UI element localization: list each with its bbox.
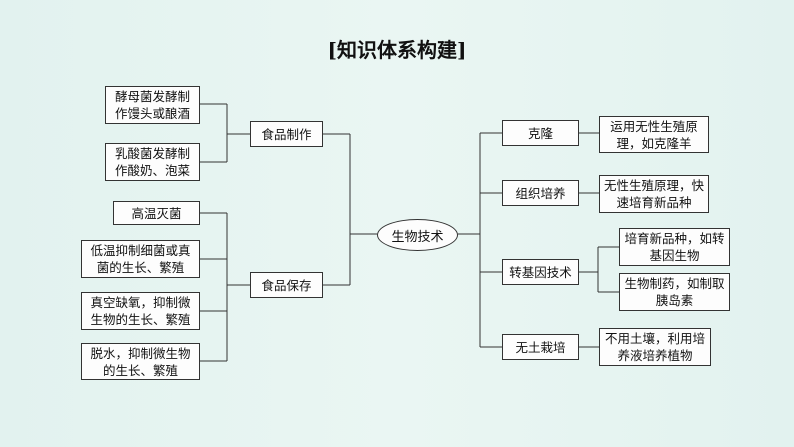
cloning-node: 克隆 — [502, 120, 579, 146]
food-preservation-item-4: 脱水，抑制微生物的生长、繁殖 — [81, 343, 200, 380]
food-making-item-2: 乳酸菌发酵制作酸奶、泡菜 — [105, 143, 200, 181]
food-preservation-item-3: 真空缺氧，抑制微生物的生长、繁殖 — [81, 292, 200, 330]
tissue-culture-node: 组织培养 — [502, 180, 579, 206]
transgenic-item-1: 培育新品种，如转基因生物 — [619, 228, 730, 266]
tissue-culture-desc: 无性生殖原理，快速培育新品种 — [599, 175, 709, 213]
food-preservation-node: 食品保存 — [250, 272, 323, 298]
transgenic-item-2: 生物制药，如制取胰岛素 — [619, 273, 730, 311]
transgenic-node: 转基因技术 — [502, 259, 579, 285]
food-preservation-item-2: 低温抑制细菌或真菌的生长、繁殖 — [81, 240, 200, 278]
food-making-item-1: 酵母菌发酵制作馒头或酿酒 — [105, 86, 200, 124]
food-preservation-item-1: 高温灭菌 — [113, 201, 200, 225]
soilless-node: 无土栽培 — [502, 334, 579, 360]
center-node: 生物技术 — [377, 219, 458, 251]
cloning-desc: 运用无性生殖原理，如克隆羊 — [599, 116, 709, 153]
page-title: [知识体系构建] — [327, 38, 467, 62]
food-making-node: 食品制作 — [250, 121, 323, 147]
soilless-desc: 不用土壤，利用培养液培养植物 — [599, 328, 711, 366]
